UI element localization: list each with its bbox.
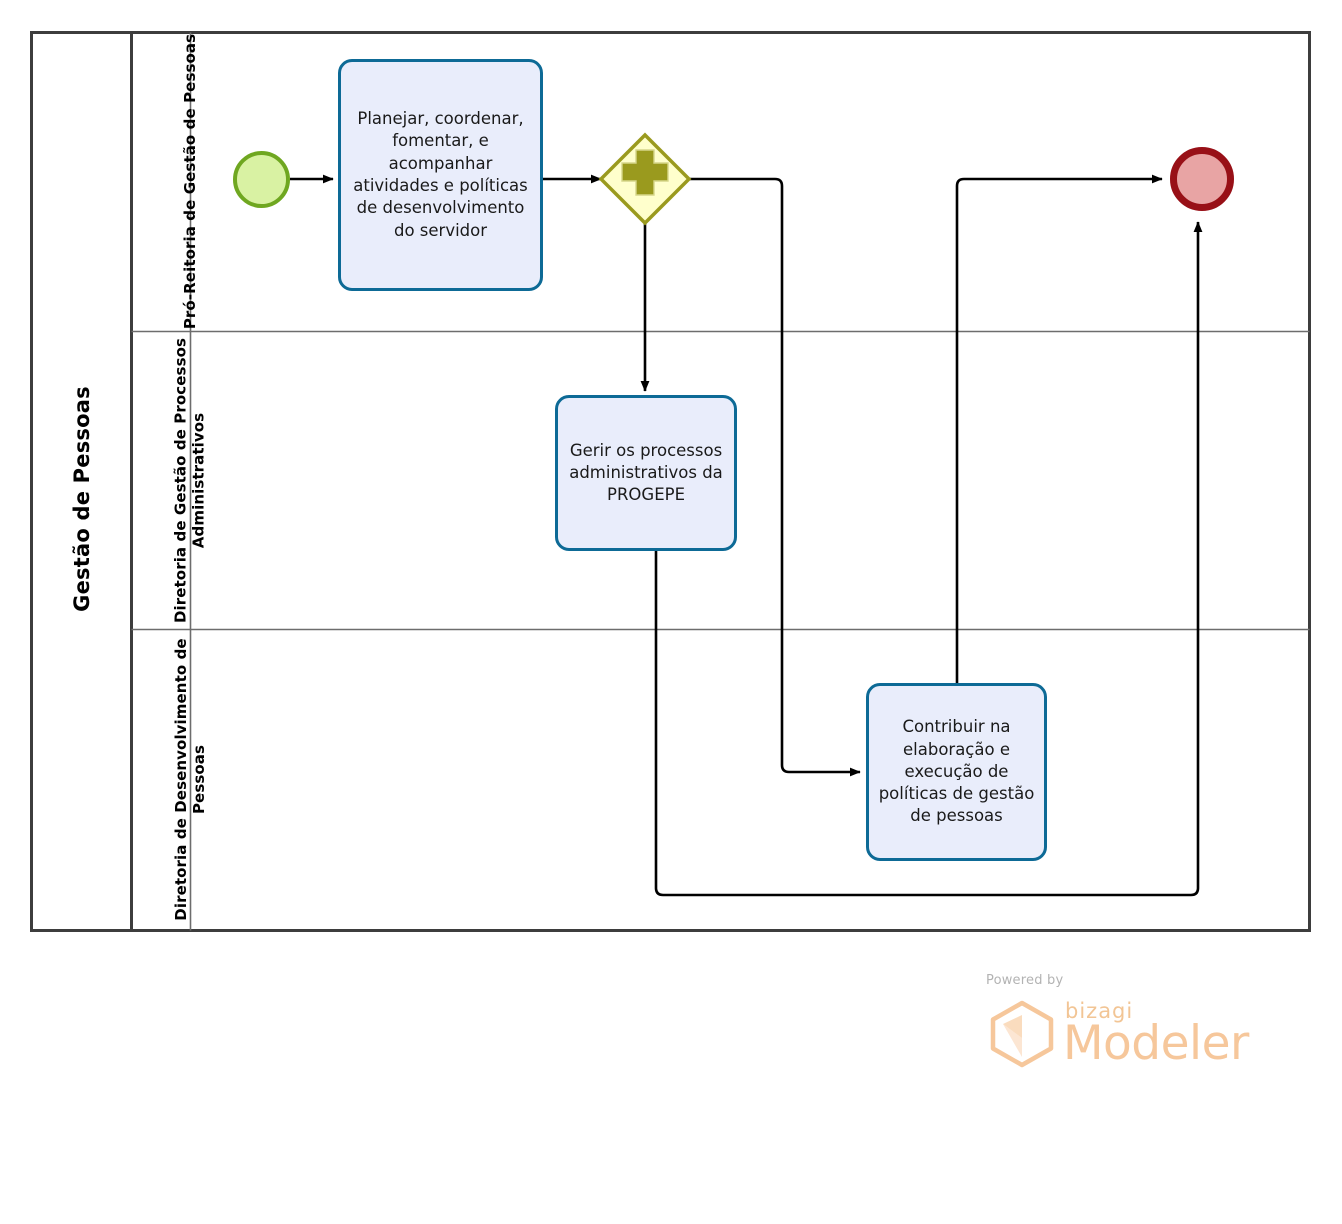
task-gerir[interactable]: Gerir os processos administrativos da PR… bbox=[555, 395, 737, 551]
flow-contribuir-to-end bbox=[955, 174, 1163, 683]
gateway-plus-icon bbox=[621, 149, 669, 196]
flow-gateway-to-contribuir bbox=[689, 177, 861, 777]
task-label: Contribuir na elaboração e execução de p… bbox=[878, 717, 1035, 826]
end-event[interactable] bbox=[1170, 147, 1234, 211]
task-contribuir[interactable]: Contribuir na elaboração e execução de p… bbox=[866, 683, 1047, 861]
parallel-gateway[interactable] bbox=[598, 132, 692, 226]
start-event[interactable] bbox=[233, 151, 290, 208]
flow-gerir-to-end bbox=[654, 221, 1203, 897]
task-label: Gerir os processos administrativos da PR… bbox=[569, 440, 723, 505]
task-label: Planejar, coordenar, fomentar, e acompan… bbox=[353, 109, 528, 240]
task-planejar[interactable]: Planejar, coordenar, fomentar, e acompan… bbox=[338, 59, 543, 291]
pool-border bbox=[30, 31, 1311, 932]
